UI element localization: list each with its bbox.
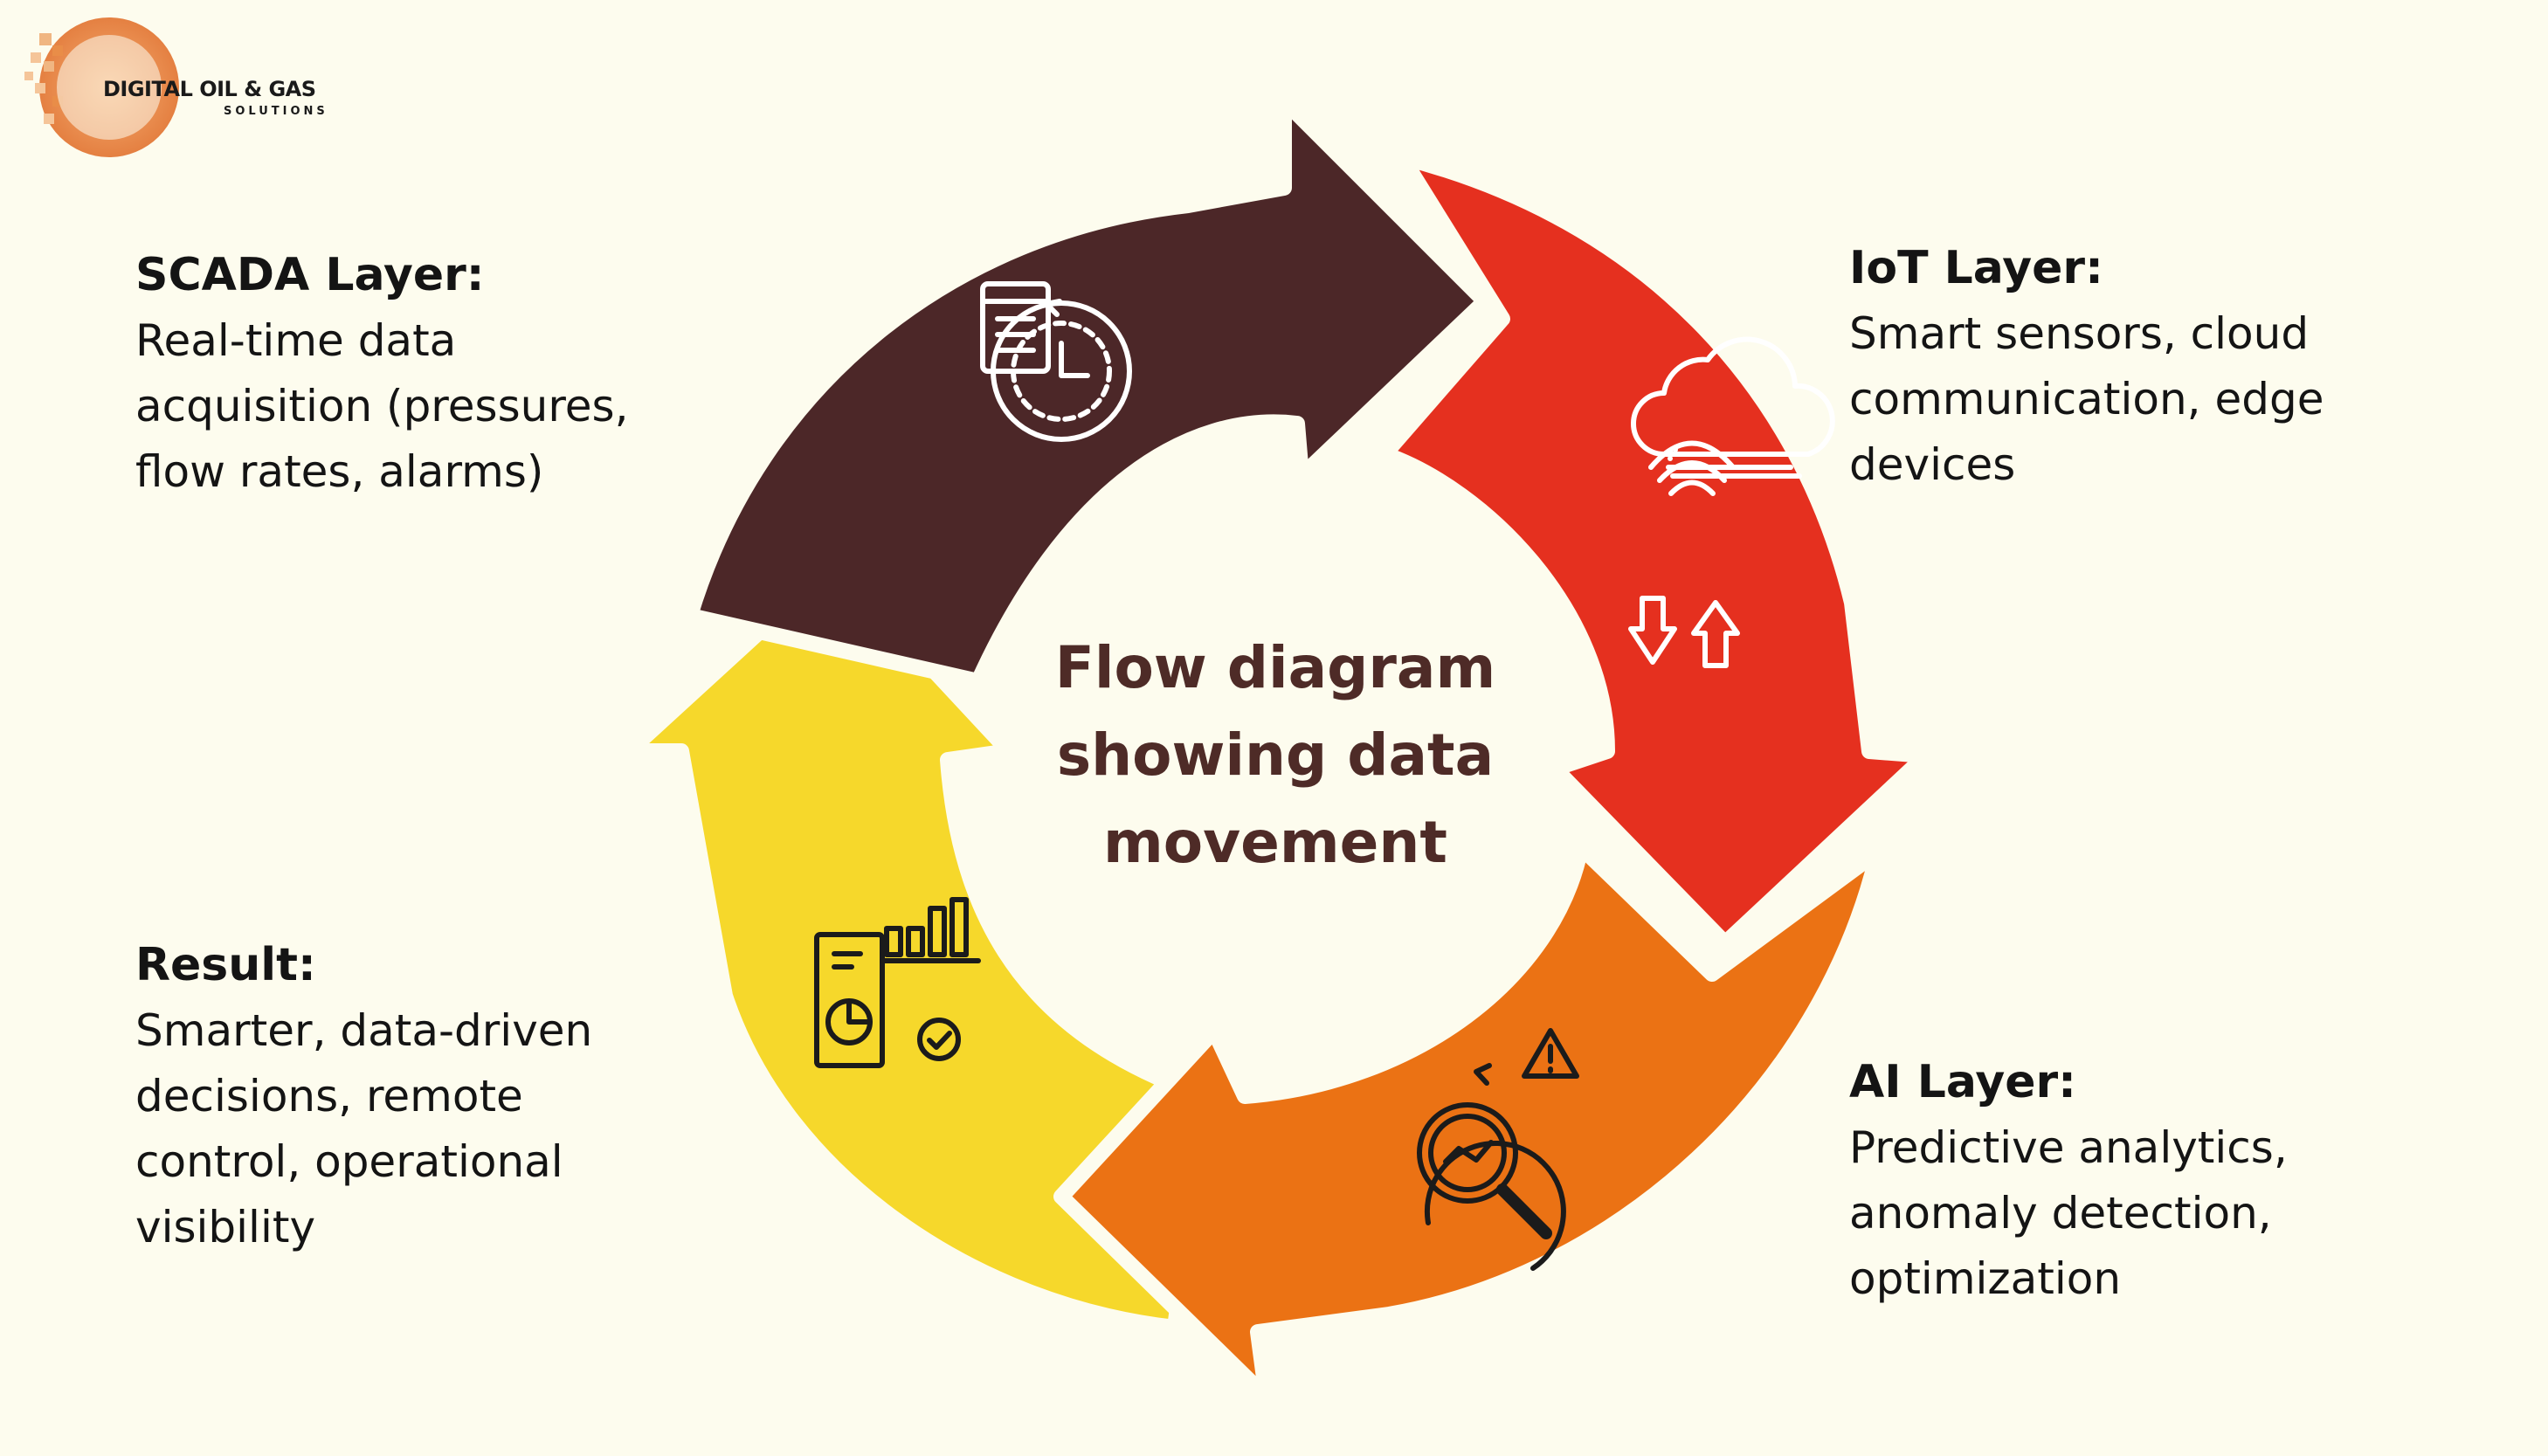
ai-layer-text: Predictive analytics, anomaly detection,… xyxy=(1849,1122,2288,1304)
logo-subtitle: SOLUTIONS xyxy=(224,105,328,118)
report-chart-icon xyxy=(814,897,981,1068)
iot-layer-text: Smart sensors, cloud communication, edge… xyxy=(1849,308,2324,490)
result-text: Smarter, data-driven decisions, remote c… xyxy=(135,1005,593,1252)
result-heading: Result: xyxy=(135,939,316,991)
scada-layer-block: SCADA Layer: Real-time data acquisition … xyxy=(135,243,694,505)
result-block: Result: Smarter, data-driven decisions, … xyxy=(135,933,677,1260)
iot-layer-block: IoT Layer: Smart sensors, cloud communic… xyxy=(1849,236,2408,498)
ai-layer-block: AI Layer: Predictive analytics, anomaly … xyxy=(1849,1050,2408,1312)
scada-arrow xyxy=(682,93,1493,689)
logo-graphic xyxy=(24,17,179,157)
ai-layer-heading: AI Layer: xyxy=(1849,1056,2076,1108)
scada-layer-heading: SCADA Layer: xyxy=(135,249,485,301)
analytics-warning-icon xyxy=(1417,1028,1579,1271)
ai-arrow xyxy=(1053,839,1886,1405)
company-logo: DIGITAL OIL & GAS SOLUTIONS xyxy=(26,24,376,155)
result-arrow xyxy=(621,555,1213,1335)
center-title: Flow diagram showing data movement xyxy=(1054,634,1496,876)
logo-title: DIGITAL OIL & GAS xyxy=(103,77,316,101)
iot-arrow xyxy=(1377,149,1934,951)
dashboard-clock-icon xyxy=(980,281,1132,442)
scada-layer-text: Real-time data acquisition (pressures, f… xyxy=(135,315,629,497)
cloud-sync-icon xyxy=(1628,336,1835,668)
iot-layer-heading: IoT Layer: xyxy=(1849,242,2103,294)
